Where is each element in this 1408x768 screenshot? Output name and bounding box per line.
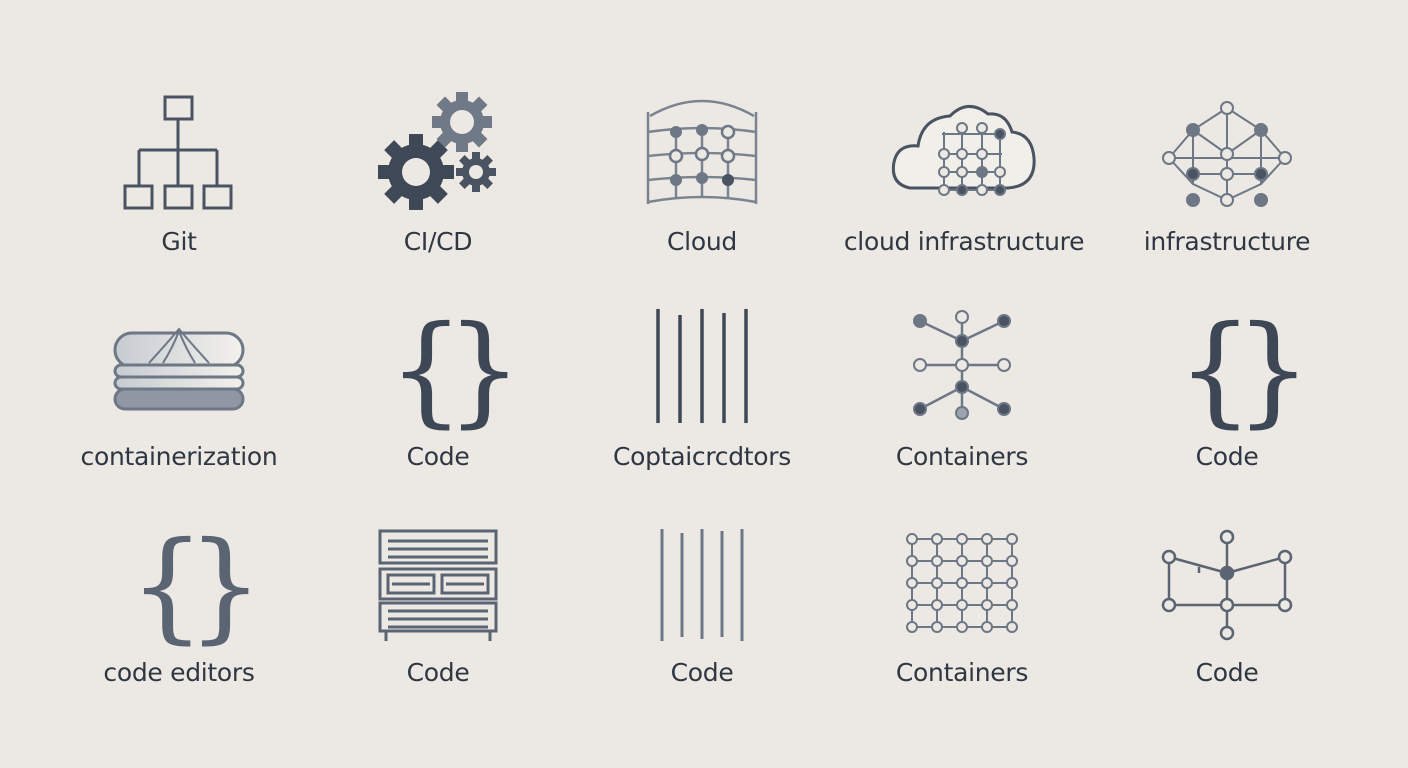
svg-text:}: } [1235,301,1311,440]
tile-label: Code [406,658,470,687]
tile-label: Coptaicrcdtors [613,442,791,471]
tile-coptaicrcdtors: Coptaicrcdtors [582,303,822,503]
tile-label: containerization [80,442,278,471]
braces-icon: { } [1147,301,1311,440]
tile-label: cloud infrastructure [843,227,1085,256]
tile-code: Code [582,519,822,719]
vertical-lines-icon [622,303,782,433]
svg-text:}: } [446,301,522,440]
svg-text:}: } [187,517,263,656]
tile-label: infrastructure [1143,227,1311,256]
svg-text:{: { [1177,301,1253,440]
container-stack-icon [99,303,259,433]
tile-code-editors: { } code editors [59,517,299,719]
server-rack-icon [358,519,518,649]
tile-label: Cloud [667,227,737,256]
tile-label: Git [161,227,197,256]
tile-label: Containers [895,442,1029,471]
tile-label: Code [1195,442,1259,471]
braces-icon: { } [99,517,263,656]
tile-containers: Containers [842,519,1082,719]
tile-label: Code [406,442,470,471]
tile-label: code editors [103,658,255,687]
tile-containerization: containerization [59,303,299,503]
tile-git: Git [59,88,299,288]
network-diagram-icon [1147,519,1307,649]
tile-code: { } Code [318,301,558,503]
tile-code: Code [318,519,558,719]
tile-infrastructure: infrastructure [1107,88,1347,288]
cloud-network-icon [884,88,1044,218]
tile-label: CI/CD [403,227,473,256]
node-tree-icon [882,303,1042,433]
tile-containers: Containers [842,303,1082,503]
tile-code: Code [1107,519,1347,719]
tile-cicd: CI/CD [318,88,558,288]
gears-icon [358,88,518,218]
braces-icon: { } [358,301,522,440]
tile-label: Code [670,658,734,687]
tile-cloud-infrastructure: cloud infrastructure [844,88,1084,288]
tile-cloud: Cloud [582,88,822,288]
hierarchy-icon [99,88,259,218]
tile-label: Code [1195,658,1259,687]
tile-label: Containers [895,658,1029,687]
svg-text:{: { [129,517,205,656]
node-grid-icon [882,519,1042,649]
network-nodes-icon [1147,88,1307,218]
svg-text:{: { [388,301,464,440]
vertical-lines-icon [622,519,782,649]
cloud-grid-icon [622,88,782,218]
tile-code: { } Code [1107,301,1347,503]
